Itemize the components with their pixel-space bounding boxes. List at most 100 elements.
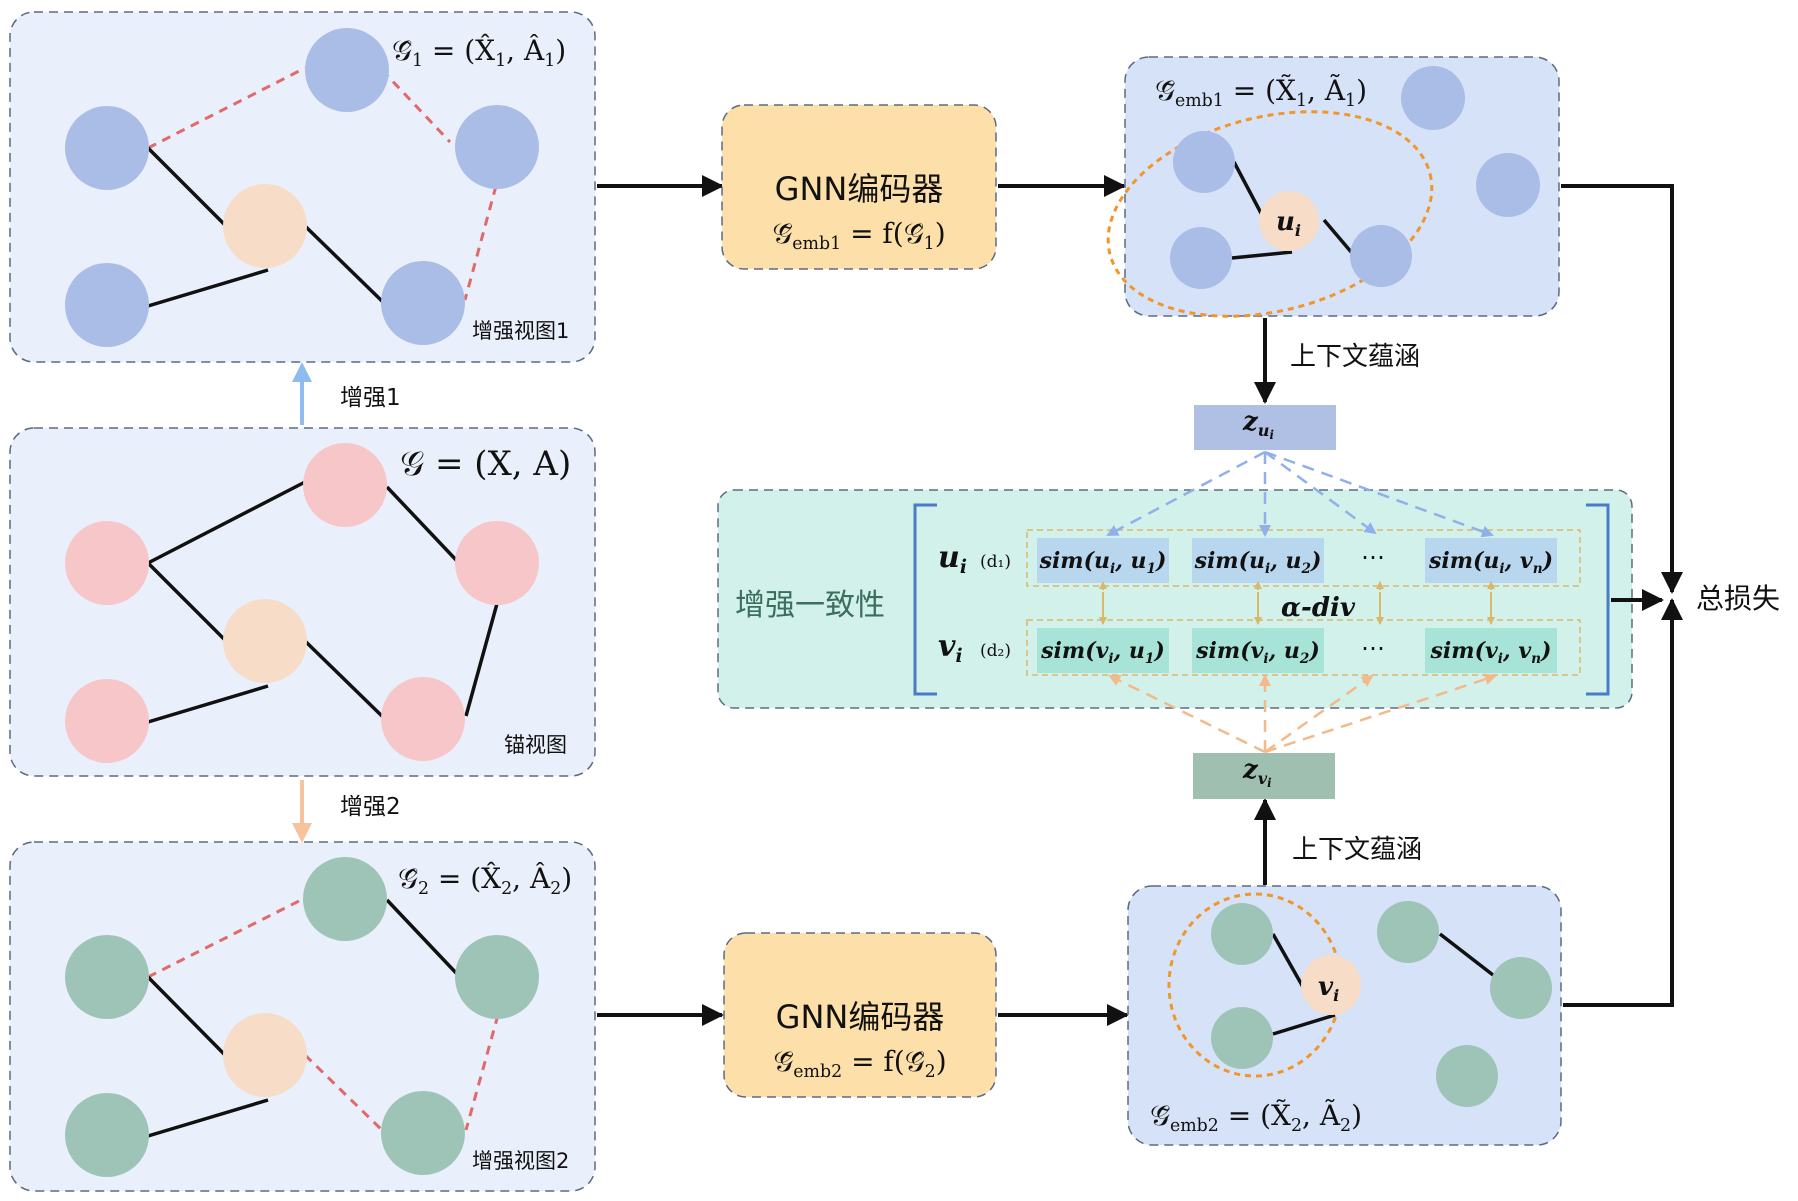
graph-node [65, 935, 149, 1019]
sim-cell-v [1037, 628, 1169, 673]
context-label-1: 上下文蕴涵 [1290, 342, 1420, 372]
encoder-1-formula: 𝒢̃emb1 = f(𝒢̂1) [772, 217, 945, 254]
context-label-2: 上下文蕴涵 [1292, 835, 1422, 865]
center-node [223, 184, 307, 268]
sim-cell-v [1425, 628, 1557, 673]
graph-node [1350, 225, 1412, 287]
context-arrow-1: 上下文蕴涵 [1254, 318, 1420, 404]
graph-node [1436, 1045, 1498, 1107]
augment-1-label: 增强1 [340, 385, 401, 411]
graph-edge [147, 480, 306, 565]
z-u-box: zui [1194, 405, 1336, 450]
row-u-dist: (d₁) [980, 552, 1011, 572]
graph-node [1377, 901, 1439, 963]
sim-v-1: sim(vi, u1) [1040, 638, 1165, 667]
emb-1-panel: 𝒢̃emb1 = (X̃1, Ã1) ui [1106, 56, 1560, 318]
emb-2-panel: vi 𝒢̃emb2 = (X̃2, Ã2) [1127, 885, 1562, 1146]
graph-node [1490, 957, 1552, 1019]
graph-node [1211, 1007, 1273, 1069]
aug-view-1-formula: 𝒢̂1 = (X̂1, Â1) [392, 34, 566, 71]
dropped-edge [147, 896, 306, 979]
emb-2-formula: 𝒢̃emb2 = (X̃2, Ã2) [1150, 1099, 1362, 1136]
ellipsis-u: ⋯ [1361, 543, 1385, 571]
right-bracket [1586, 503, 1610, 696]
z-v-label: zvi [1242, 755, 1272, 790]
graph-edge [1271, 933, 1305, 988]
aug-view-1-label: 增强视图1 [472, 319, 569, 343]
dropped-edge [303, 1053, 386, 1134]
graph-edge [1322, 218, 1354, 255]
graph-node [1401, 66, 1465, 130]
sim-u-1: sim(ui, u1) [1039, 548, 1167, 577]
dropped-edge [464, 1014, 500, 1131]
aug-view-2-formula: 𝒢̂2 = (X̂2, Â2) [398, 862, 572, 899]
graph-node [65, 263, 149, 347]
graph-node [305, 28, 389, 112]
z-v-fan-arrows [1108, 673, 1497, 754]
graph-node [455, 521, 539, 605]
graph-node [303, 443, 387, 527]
graph-node [65, 679, 149, 763]
graph-node [1173, 131, 1235, 193]
row-u-label: ui [938, 540, 967, 578]
encoder-2-title: GNN编码器 [776, 998, 945, 1036]
consistency-title: 增强一致性 [735, 588, 885, 623]
graph-edge [146, 561, 227, 642]
aug-view-1-panel: 𝒢̂1 = (X̂1, Â1) 增强视图1 [9, 11, 596, 363]
graph-edge [1272, 1013, 1336, 1036]
anchor-node-v-label: vi [1318, 972, 1339, 1005]
graph-node [1476, 153, 1540, 217]
graph-edge [1438, 932, 1495, 977]
left-bracket [913, 503, 937, 696]
graph-node [455, 105, 539, 189]
augment-1-arrow: 增强1 [292, 362, 401, 425]
encoder-1-box: GNN编码器 𝒢̃emb1 = f(𝒢̂1) [721, 104, 997, 270]
emb-1-formula: 𝒢̃emb1 = (X̃1, Ã1) [1155, 74, 1367, 111]
sim-cell-u [1037, 538, 1169, 583]
graph-edge [146, 975, 227, 1057]
graph-edge [147, 268, 269, 308]
alpha-div-label: α-div [1281, 593, 1356, 623]
ellipsis-v: ⋯ [1361, 634, 1385, 662]
encoder-2-formula: 𝒢̃emb2 = f(𝒢̂2) [773, 1045, 946, 1082]
graph-edge [1231, 250, 1293, 260]
row-v-dist: (d₂) [980, 641, 1011, 661]
anchor-node-v [1301, 955, 1361, 1015]
anchor-view-label: 锚视图 [504, 733, 567, 757]
graph-node [1170, 227, 1232, 289]
z-u-fan-arrows [1106, 450, 1494, 538]
context-ellipse [1106, 110, 1434, 318]
total-loss-label: 总损失 [1696, 582, 1780, 615]
sim-u-n: sim(ui, vn) [1428, 548, 1553, 577]
augment-2-label: 增强2 [340, 794, 401, 820]
graph-node [381, 261, 465, 345]
graph-edge [1232, 161, 1264, 216]
anchor-node-u [1259, 191, 1319, 251]
consistency-panel: 增强一致性 ui (d₁) vi (d₂) sim(ui, u1) sim(ui… [717, 489, 1633, 709]
row-v-label: vi [938, 629, 963, 667]
sim-v-2: sim(vi, u2) [1195, 638, 1320, 667]
graph-edge [385, 485, 460, 564]
augment-2-arrow: 增强2 [292, 780, 401, 843]
graph-edge [464, 599, 500, 717]
z-v-box: zvi [1193, 753, 1335, 799]
encoder-1-title: GNN编码器 [775, 170, 944, 208]
center-node [223, 1013, 307, 1097]
anchor-view-panel: 𝒢 = (X, A) 锚视图 [9, 427, 596, 777]
graph-node [65, 521, 149, 605]
total-loss-connector [1561, 184, 1683, 1007]
sim-u-2: sim(ui, u2) [1194, 548, 1322, 577]
graph-node [65, 106, 149, 190]
graph-edge [303, 639, 386, 720]
graph-edge [303, 224, 386, 305]
context-arrow-2: 上下文蕴涵 [1254, 798, 1422, 885]
dropped-edge [147, 66, 306, 150]
graph-node [303, 857, 387, 941]
graph-node [1211, 903, 1273, 965]
anchor-view-formula: 𝒢 = (X, A) [400, 444, 571, 484]
z-u-label: zui [1242, 407, 1274, 442]
graph-node [455, 935, 539, 1019]
graph-node [381, 677, 465, 761]
sim-cell-u [1192, 538, 1324, 583]
